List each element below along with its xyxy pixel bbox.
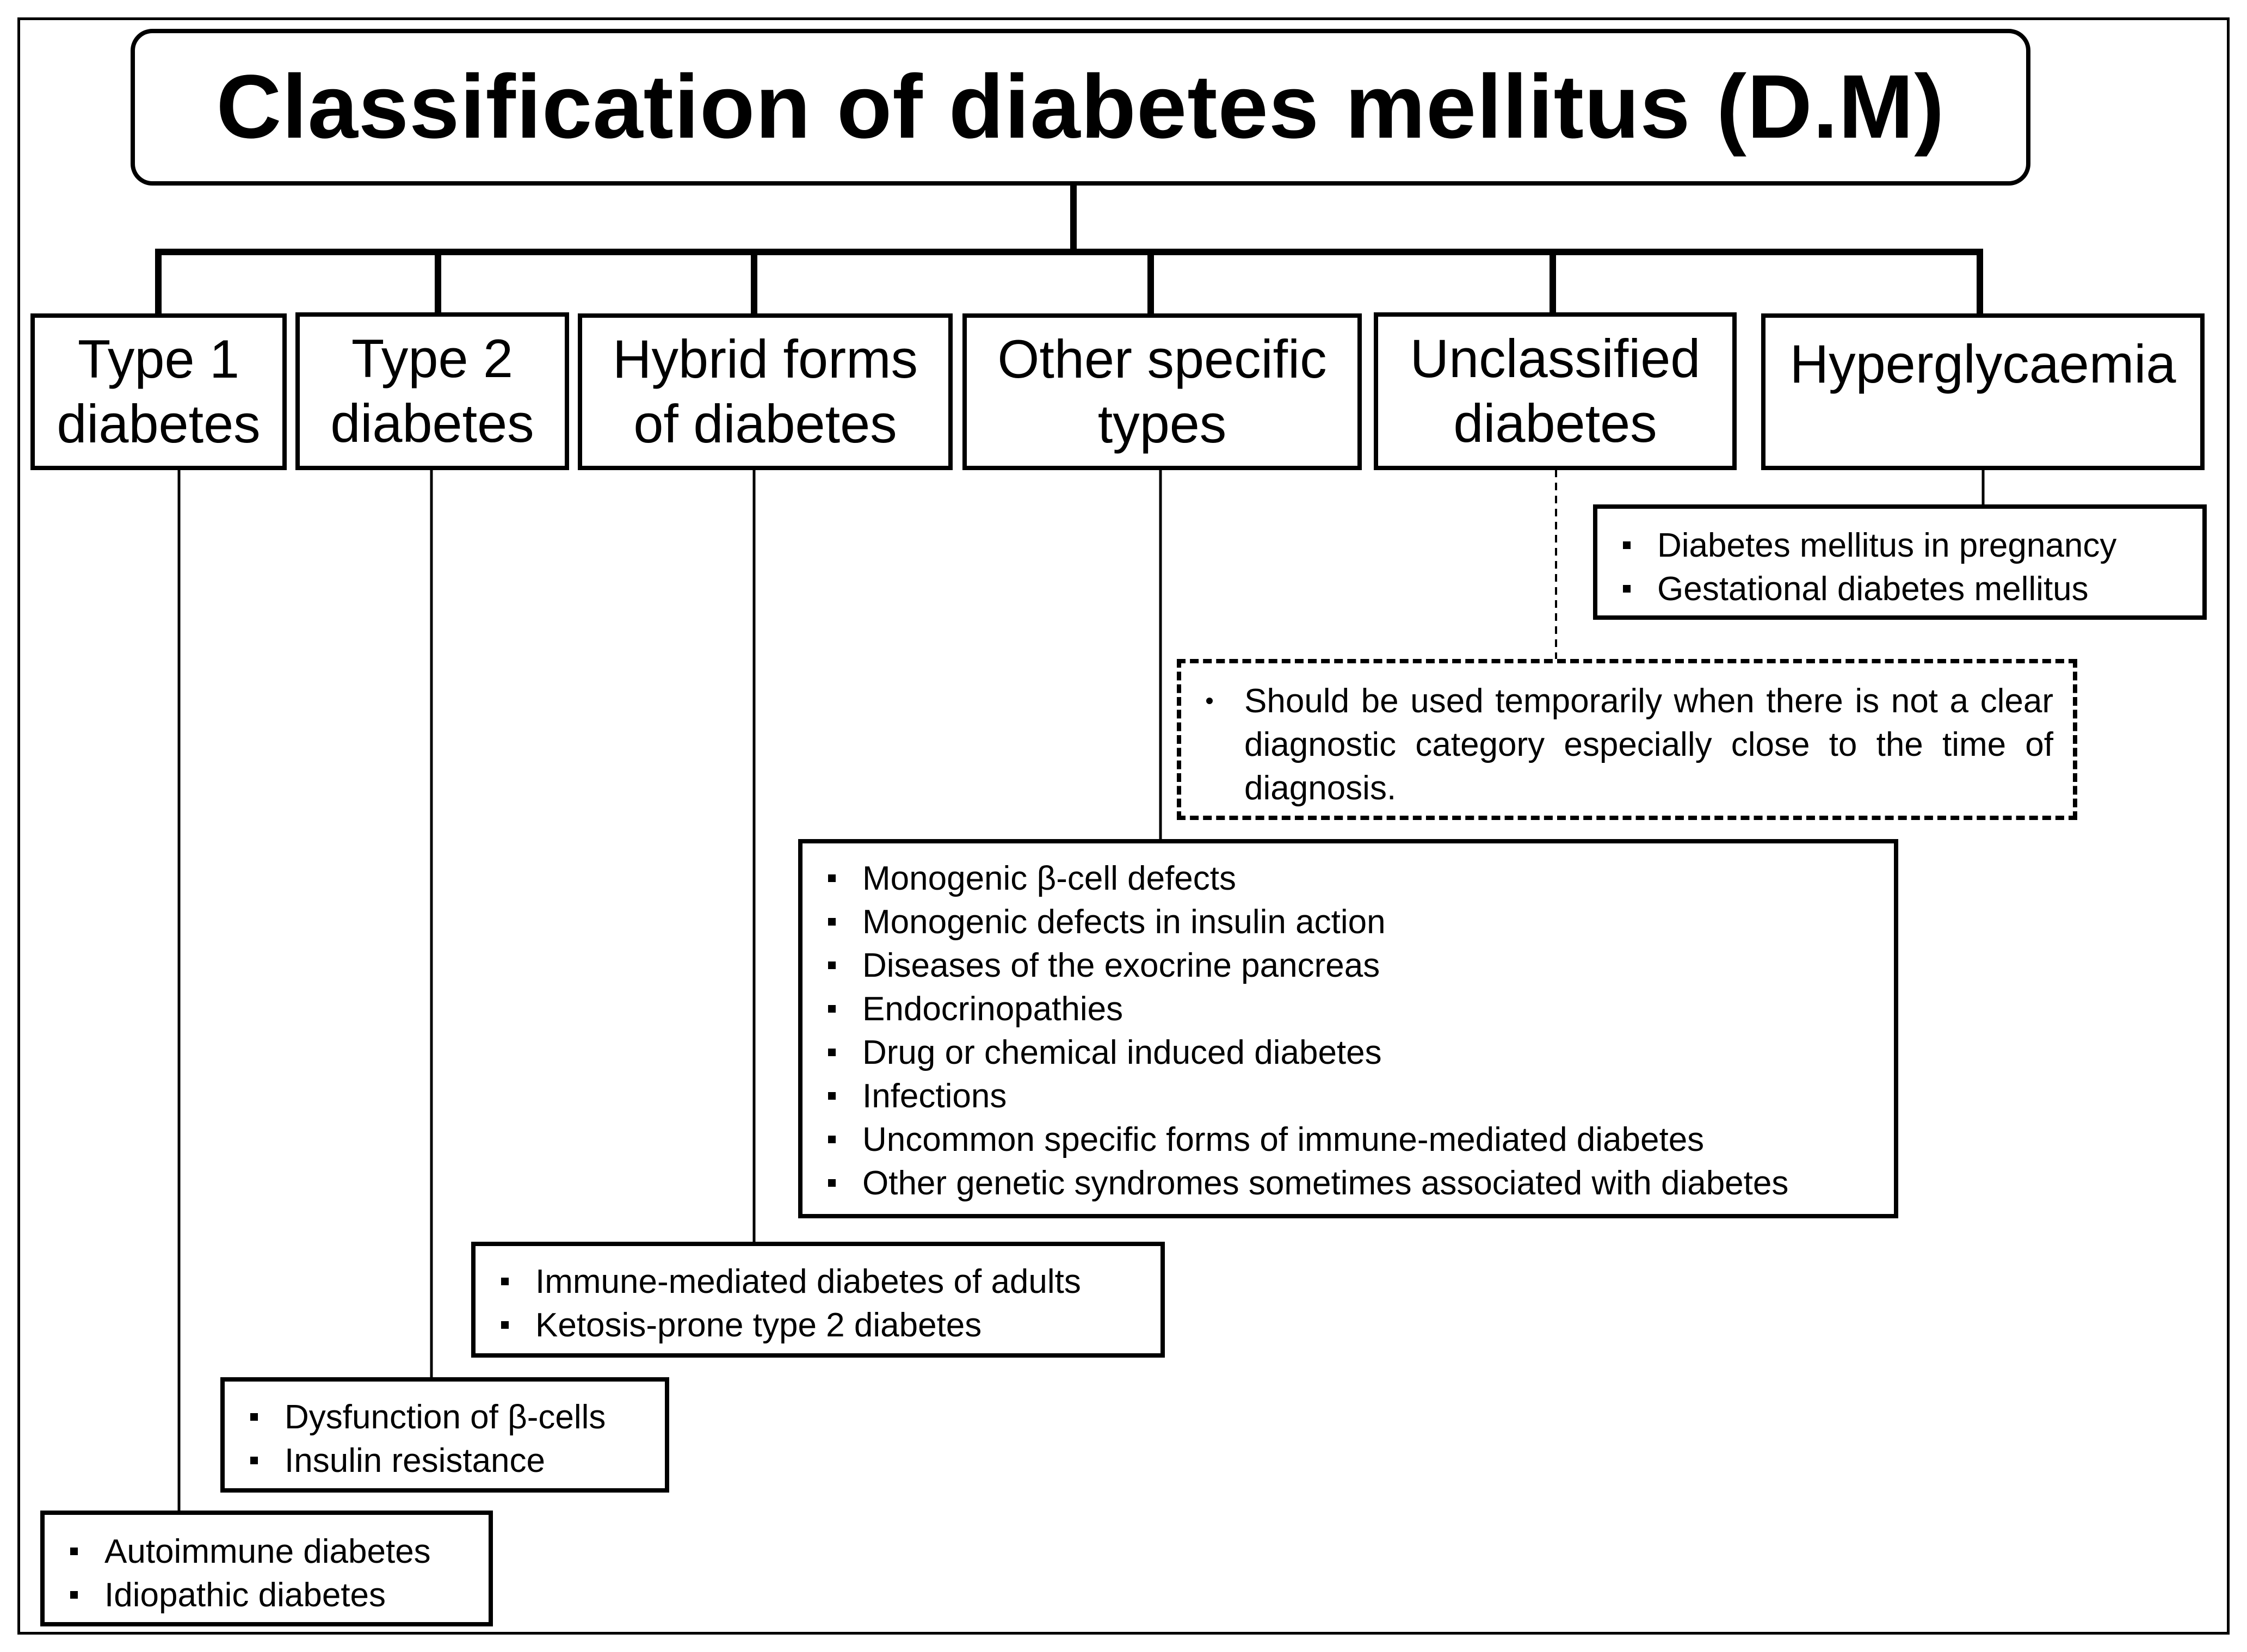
list-item: Monogenic defects in insulin action <box>802 901 1894 944</box>
list-item: Diseases of the exocrine pancreas <box>802 944 1894 988</box>
details-hyperglycaemia: Diabetes mellitus in pregnancy Gestation… <box>1593 504 2207 620</box>
list-item: Insulin resistance <box>225 1439 665 1483</box>
outer-frame <box>17 17 2230 1635</box>
list-item: Monogenic β-cell defects <box>802 857 1894 901</box>
list-item: Should be used temporarily when there is… <box>1181 680 2073 810</box>
list-item: Endocrinopathies <box>802 988 1894 1031</box>
list-item: Uncommon specific forms of immune-mediat… <box>802 1118 1894 1162</box>
list-item: Other genetic syndromes sometimes associ… <box>802 1162 1894 1205</box>
details-type1: Autoimmune diabetes Idiopathic diabetes <box>40 1511 493 1626</box>
details-hybrid: Immune-mediated diabetes of adults Ketos… <box>471 1242 1165 1358</box>
details-type2: Dysfunction of β-cells Insulin resistanc… <box>220 1377 669 1493</box>
list-item: Diabetes mellitus in pregnancy <box>1597 524 2202 568</box>
list-item: Autoimmune diabetes <box>45 1530 489 1574</box>
details-unclassified: Should be used temporarily when there is… <box>1177 659 2077 820</box>
title-box: Classification of diabetes mellitus (D.M… <box>131 29 2030 186</box>
list-item: Infections <box>802 1075 1894 1118</box>
diagram-title: Classification of diabetes mellitus (D.M… <box>216 57 1945 157</box>
list-item: Drug or chemical induced diabetes <box>802 1031 1894 1075</box>
category-hyperglycaemia: Hyperglycaemia <box>1761 313 2205 470</box>
list-item: Ketosis-prone type 2 diabetes <box>476 1304 1160 1347</box>
list-item: Immune-mediated diabetes of adults <box>476 1260 1160 1304</box>
details-other-specific: Monogenic β-cell defects Monogenic defec… <box>798 839 1898 1218</box>
list-item: Dysfunction of β-cells <box>225 1396 665 1439</box>
list-item: Gestational diabetes mellitus <box>1597 568 2202 611</box>
list-item: Idiopathic diabetes <box>45 1574 489 1617</box>
